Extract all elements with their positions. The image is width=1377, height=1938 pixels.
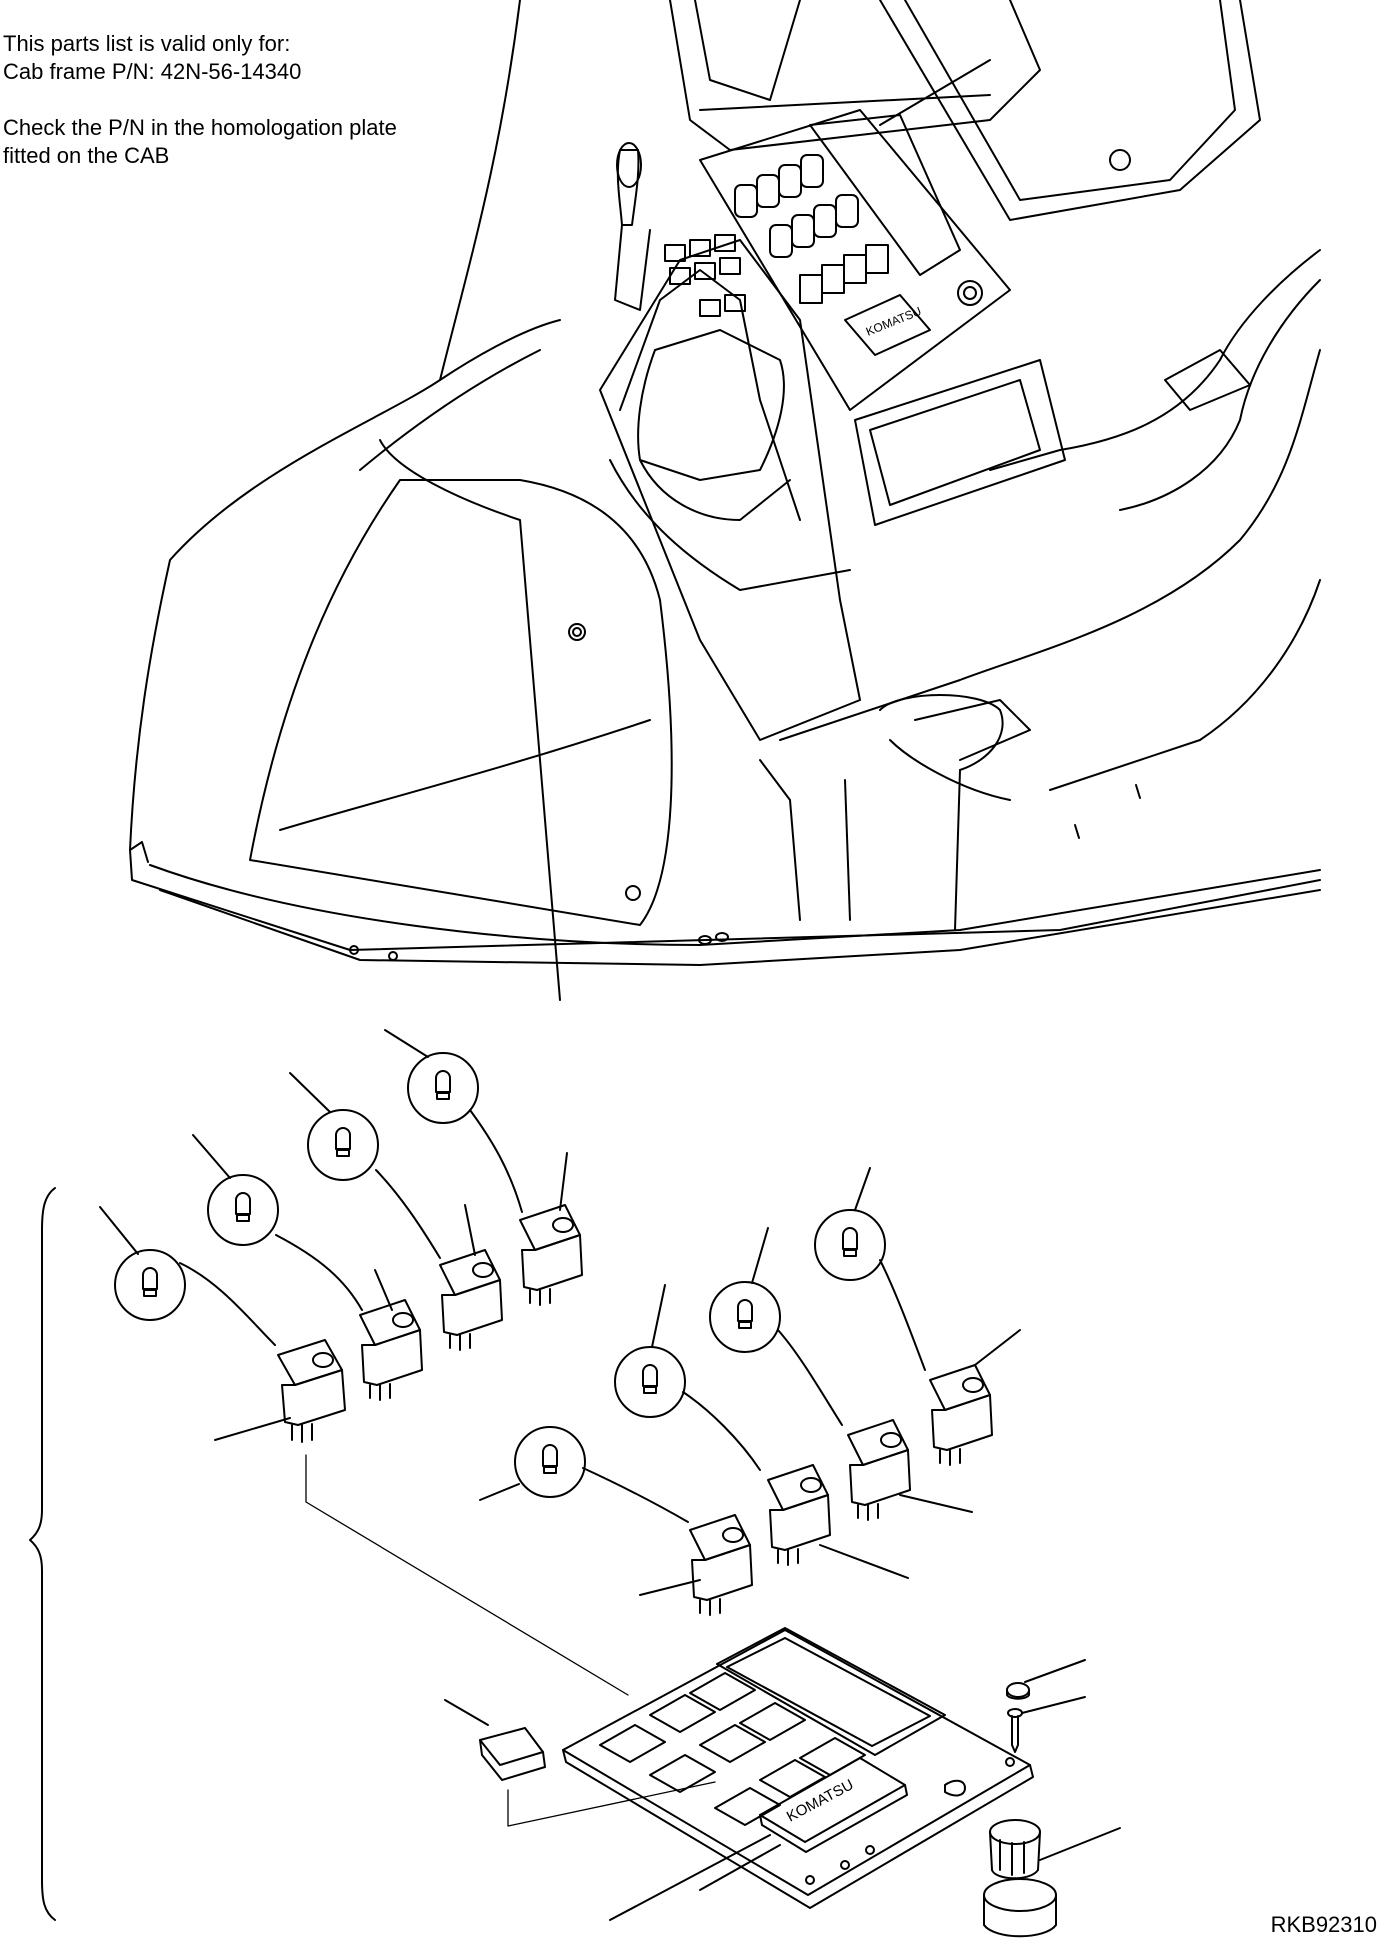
console-switch-row-top — [734, 154, 824, 218]
bulb-4 — [384, 1029, 479, 1124]
console-blank-row — [799, 244, 889, 304]
bulb-5 — [479, 1426, 586, 1501]
komatsu-nameplate: KOMATSU — [759, 1757, 908, 1853]
console-switch-panel — [699, 109, 1011, 411]
bulb-7 — [709, 1227, 781, 1353]
exploded-view: KOMATSU — [29, 1029, 1121, 1938]
validity-line-1: This parts list is valid only for: — [3, 31, 291, 56]
rocker-switch-6 — [682, 1391, 909, 1579]
rocker-switch-7 — [777, 1329, 973, 1521]
validity-note: This parts list is valid only for: Cab f… — [3, 30, 397, 170]
console-switch-row-mid — [769, 194, 859, 258]
blank-cover — [444, 1699, 716, 1827]
rocker-switch-8 — [879, 1259, 1021, 1466]
rocker-switch-2 — [275, 1234, 423, 1401]
console-display-window — [809, 114, 961, 276]
bulb-8 — [814, 1167, 886, 1281]
check-line-2: fitted on the CAB — [3, 143, 170, 168]
console-brand-text: KOMATSU — [864, 304, 923, 339]
bulb-2 — [192, 1134, 279, 1246]
check-line-1: Check the P/N in the homologation plate — [3, 115, 397, 140]
rotary-knob — [983, 1819, 1121, 1938]
panel-openings — [599, 1672, 866, 1826]
rocker-switch-5 — [582, 1467, 753, 1616]
screw — [1007, 1696, 1086, 1753]
rocker-switch-1 — [179, 1262, 346, 1443]
console-komatsu-badge: KOMATSU — [844, 294, 931, 356]
rocker-switch-4 — [469, 1109, 583, 1306]
bulb-3 — [289, 1072, 379, 1181]
switch-panel — [562, 1627, 1034, 1921]
rocker-switch-3 — [375, 1169, 503, 1351]
group-bracket — [29, 1187, 56, 1921]
validity-line-2: Cab frame P/N: 42N-56-14340 — [3, 59, 302, 84]
bulb-1 — [99, 1206, 186, 1321]
drawing-code: RKB92310 — [1270, 1912, 1377, 1937]
screw-cap — [1006, 1659, 1086, 1700]
bulb-6 — [614, 1284, 686, 1418]
cab-console-illustration: KOMATSU — [129, 0, 1321, 1001]
